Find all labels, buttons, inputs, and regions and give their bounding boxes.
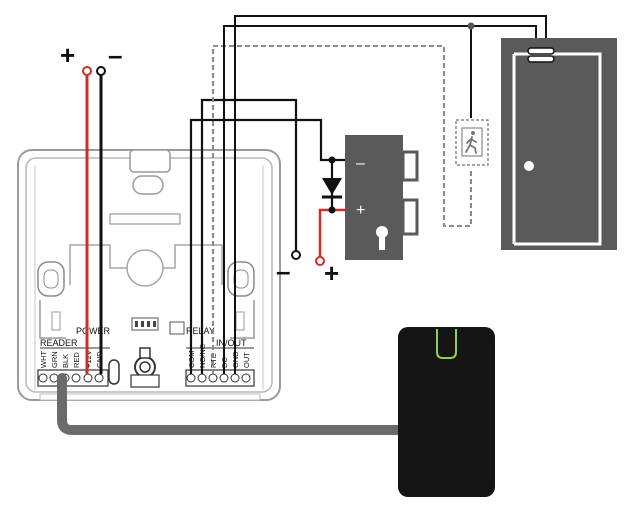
- power-positive-terminal: [82, 66, 92, 76]
- terminal-label: BLK: [61, 354, 70, 368]
- electric-lock: – +: [345, 135, 419, 260]
- lock-minus-label: –: [356, 155, 365, 172]
- reader-led: [436, 329, 457, 359]
- terminal-label: WHT: [39, 351, 48, 368]
- door: [501, 38, 617, 250]
- relay-group-label: RELAY: [186, 326, 215, 336]
- exit-button: [455, 119, 489, 166]
- lock-plus-label: +: [356, 202, 365, 219]
- terminal-label: RED: [72, 352, 81, 368]
- lock-power-negative-terminal: [291, 250, 301, 260]
- terminal-label: RTE: [209, 353, 218, 368]
- lock-power-plus-sign: +: [324, 258, 339, 288]
- lock-positive-wire: [318, 208, 345, 258]
- person-exit-icon: [465, 131, 477, 154]
- lock-power-positive-terminal: [315, 256, 325, 266]
- junction-dot: [467, 22, 475, 30]
- reader-group-label: READER: [40, 338, 78, 348]
- gnd-wire: [234, 15, 547, 374]
- power-plus-sign: +: [60, 40, 75, 70]
- tamper-switch: [130, 347, 160, 388]
- terminal-label: OUT: [242, 352, 251, 368]
- reader-cable: [57, 373, 425, 435]
- card-reader: [398, 327, 495, 497]
- diode-icon: [322, 156, 342, 214]
- fuse: [108, 359, 120, 385]
- relay-no-wire: [200, 98, 298, 374]
- inout-group-label: IN/OUT: [216, 338, 247, 348]
- rte-wire: [212, 45, 472, 374]
- dc-wire: [223, 25, 472, 374]
- power-minus-sign: –: [108, 40, 122, 70]
- terminal-label: GRN: [50, 351, 59, 368]
- lock-power-minus-sign: –: [276, 256, 290, 286]
- power-negative-terminal: [96, 66, 106, 76]
- door-contact-icon: [527, 47, 555, 63]
- power-group-label: POWER: [76, 326, 111, 336]
